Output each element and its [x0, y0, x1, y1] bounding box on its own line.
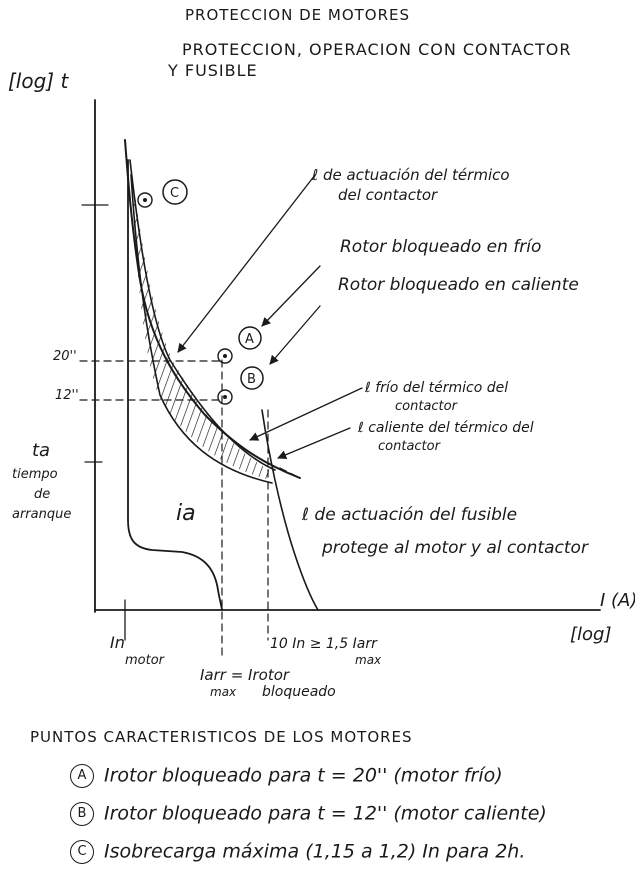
label-c-circle: [162, 179, 188, 205]
point-a-dot: [223, 354, 227, 358]
motor-current-label: ia: [176, 501, 196, 526]
page-title: PROTECCION DE MOTORES: [185, 6, 410, 24]
tick-label-ta-desc-2: de: [34, 487, 50, 502]
page-subtitle-line2: Y FUSIBLE: [167, 61, 258, 80]
fuse-curve: [261, 409, 319, 611]
arrow-hot-thermal: [277, 427, 351, 460]
point-b-dot: [223, 395, 227, 399]
arrow-cold-thermal: [249, 387, 363, 441]
arrow-locked-hot: [269, 305, 321, 365]
legend-text-b: Irotor bloqueado para t = 12'' (motor ca…: [104, 802, 547, 825]
arrow-thermal-actuation: [177, 174, 316, 353]
legend-marker-a: A: [70, 764, 94, 788]
annotation-locked-cold: Rotor bloqueado en frío: [340, 237, 541, 257]
annotation-hot-2: contactor: [378, 439, 442, 454]
page-subtitle-line1: PROTECCION, OPERACION CON CONTACTOR: [182, 40, 571, 59]
point-c-marker: [137, 192, 153, 208]
annotation-thermal-2: del contactor: [338, 186, 438, 204]
y-axis-label: [log] t: [8, 69, 69, 93]
point-b-marker: [217, 389, 233, 405]
thermal-hot-curve: [129, 159, 276, 471]
legend-item-a: A Irotor bloqueado para t = 20'' (motor f…: [70, 764, 503, 788]
point-a-marker: [217, 348, 233, 364]
tick-label-12s: 12'': [55, 388, 79, 403]
tick-label-ta-desc-1: tiempo: [12, 467, 58, 482]
thermal-extension: [279, 467, 301, 479]
annotation-cold-2: contactor: [395, 399, 459, 414]
x-tick-irb-1: Iarr = Irotor: [200, 666, 290, 684]
label-a-letter: A: [245, 332, 254, 347]
x-tick-10in-1: 10 In ≥ 1,5 Iarr: [270, 636, 378, 652]
motor-current-curve: [127, 159, 223, 611]
annotation-cold-1: ℓ frío del térmico del: [364, 380, 508, 396]
x-axis-log-label: [log]: [570, 624, 611, 645]
label-c-letter: C: [170, 186, 179, 201]
x-tick-10in-2: max: [355, 653, 382, 667]
x-tick-in-2: motor: [125, 653, 166, 668]
annotation-hot-1: ℓ caliente del térmico del: [357, 420, 534, 436]
annotation-fuse-1: ℓ de actuación del fusible: [301, 505, 517, 525]
tick-label-20s: 20'': [53, 349, 77, 364]
x-tick-in-1: In: [110, 633, 125, 652]
tick-label-ta: ta: [32, 440, 50, 461]
point-c-dot: [143, 198, 147, 202]
legend-item-c: C Isobrecarga máxima (1,15 a 1,2) In para…: [70, 840, 525, 864]
legend-text-a: Irotor bloqueado para t = 20'' (motor fr…: [104, 764, 503, 787]
thermal-cold-curve: [130, 174, 273, 484]
legend-text-c: Isobrecarga máxima (1,15 a 1,2) In para …: [104, 840, 526, 863]
x-axis-unit-label: I (A): [600, 590, 635, 611]
annotation-thermal-1: ℓ de actuación del térmico: [311, 166, 510, 184]
tick-label-ta-desc-3: arranque: [12, 507, 71, 522]
annotation-locked-hot: Rotor bloqueado en caliente: [338, 275, 579, 295]
annotation-fuse-2: protege al motor y al contactor: [321, 538, 589, 558]
label-b-circle: [240, 366, 264, 390]
legend-marker-b: B: [70, 802, 94, 826]
thermal-actuation-curve: [124, 139, 301, 479]
label-a-circle: [238, 326, 262, 350]
legend-item-b: B Irotor bloqueado para t = 12'' (motor c…: [70, 802, 547, 826]
x-tick-irb-3: bloqueado: [262, 684, 336, 700]
legend-title: PUNTOS CARACTERISTICOS DE LOS MOTORES: [30, 728, 413, 746]
arrow-locked-cold: [261, 265, 321, 327]
x-tick-irb-2: max: [210, 685, 237, 699]
label-b-letter: B: [247, 372, 256, 387]
legend-marker-c: C: [70, 840, 94, 864]
